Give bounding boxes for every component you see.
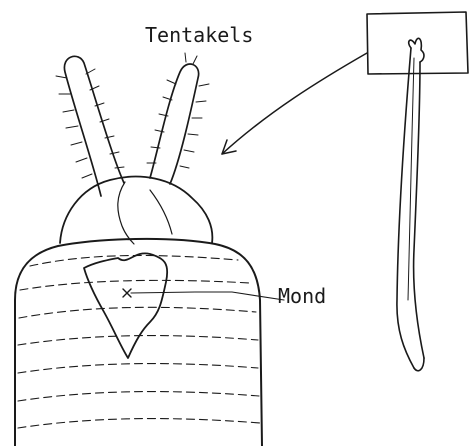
body-segment-block — [15, 239, 262, 446]
tentacles-label: Tentakels — [145, 23, 253, 47]
mouth-outline — [84, 253, 167, 358]
body-outline — [15, 239, 262, 446]
head-lobe-outline — [60, 177, 212, 243]
inset-frame — [367, 12, 468, 74]
segment-ring — [19, 307, 256, 318]
worm-tail — [414, 358, 424, 371]
pointer-arrow — [222, 53, 367, 154]
tentacle-left-spines — [56, 69, 124, 178]
segment-ring — [18, 419, 260, 428]
worm-outline-right — [414, 62, 424, 358]
segment-ring — [20, 280, 250, 290]
worm-outline-left — [397, 48, 414, 368]
mouth-leader-line — [131, 292, 284, 300]
tentacle-left — [56, 56, 124, 196]
head-lobe-furrow-left — [118, 182, 134, 244]
segment-ring — [18, 364, 258, 373]
inset-whole-worm — [367, 12, 468, 371]
segment-ring — [18, 392, 259, 401]
mouth — [84, 253, 167, 358]
arrow-line — [222, 53, 367, 154]
mouth-center-mark — [123, 289, 131, 297]
tentacle-left-outline — [64, 56, 124, 196]
tentacle-right — [147, 53, 209, 184]
mouth-label: Mond — [278, 284, 326, 308]
tentacle-right-outline — [150, 64, 199, 184]
head-lobe — [60, 177, 212, 244]
head-lobe-furrow-right — [150, 190, 172, 234]
